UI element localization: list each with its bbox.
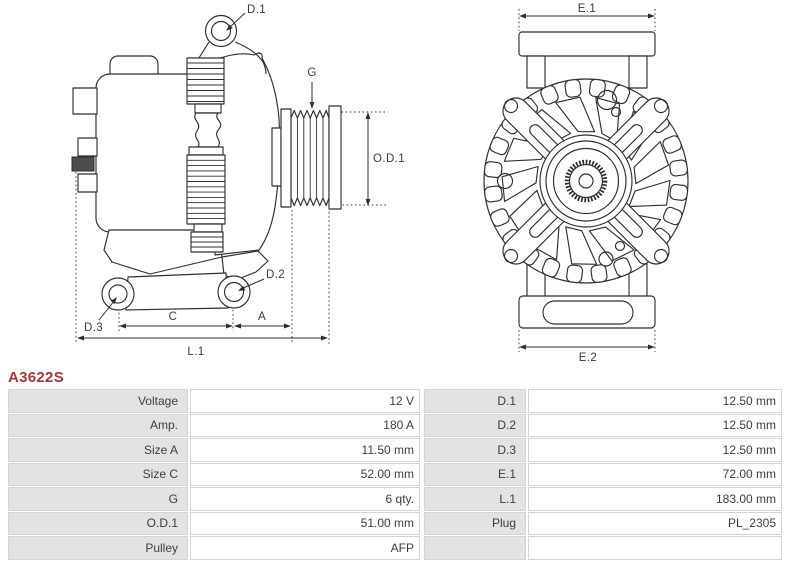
spec-value: 180 A [190,413,420,437]
spec-value: 12 V [190,389,420,413]
dim-label-d2: D.2 [266,269,285,281]
spec-value: AFP [190,536,420,560]
spec-value [528,536,782,560]
dim-label-od1: O.D.1 [373,153,405,165]
dim-label-a: A [258,311,266,323]
dim-label-d3: D.3 [84,322,103,334]
spec-label: Voltage [8,389,188,413]
spec-label: G [8,487,188,511]
spec-value: 12.50 mm [528,438,782,462]
spec-label: Pulley [8,536,188,560]
dimension-annotations-front: E.1 E.2 [519,3,655,364]
pulley-side-view [271,105,342,210]
spec-label: O.D.1 [8,511,188,535]
spec-label: Plug [424,511,526,535]
pulley-front-view [539,134,633,228]
dim-label-g: G [307,67,316,79]
spec-label: D.2 [424,413,526,437]
dim-label-d1: D.1 [247,4,266,16]
table-row [424,536,782,560]
spec-label: Amp. [8,413,188,437]
spec-value: 52.00 mm [190,462,420,486]
spec-value: 51.00 mm [190,511,420,535]
bottom-bracket [518,263,656,329]
mounting-ear-d2 [217,275,251,309]
mounting-arm [103,229,269,311]
spec-value: PL_2305 [528,511,782,535]
spec-value: 183.00 mm [528,487,782,511]
rear-housing [71,55,217,233]
dim-label-e2: E.2 [579,352,597,364]
bracket-slot [542,300,634,325]
splined-shaft [564,159,608,203]
mounting-hole-d1 [204,14,238,48]
part-number: A3622S [8,369,65,386]
side-view-drawing: C A L.1 O.D.1 G D.1 D.2 [71,4,405,358]
spec-value: 12.50 mm [528,413,782,437]
extension-lines-front [518,9,656,352]
dim-label-e1: E.1 [578,3,596,15]
mounting-hole-d3 [101,277,135,311]
front-view-drawing: E.1 E.2 [483,3,689,364]
technical-drawings: C A L.1 O.D.1 G D.1 D.2 [71,3,689,364]
extension-lines [75,111,388,344]
spec-value: 12.50 mm [528,389,782,413]
spec-value: 72.00 mm [528,462,782,486]
spec-label: E.1 [424,462,526,486]
spec-label: L.1 [424,487,526,511]
terminal-block [71,156,95,172]
table-row: Amp.180 A [8,413,420,437]
mounting-ear-d3 [101,277,135,311]
front-housing [214,52,281,256]
spec-label: D.1 [424,389,526,413]
top-bracket [518,31,656,89]
face-holes [496,89,626,267]
dimension-annotations: C A L.1 O.D.1 G D.1 D.2 [77,4,405,358]
spec-label: Size C [8,462,188,486]
dim-label-c: C [169,311,178,323]
spec-value: 6 qty. [190,487,420,511]
mounting-hole-d2 [217,275,251,309]
spec-label: D.3 [424,438,526,462]
spec-label [424,536,526,560]
cooling-fins [186,57,226,253]
spec-value: 11.50 mm [190,438,420,462]
spec-label: Size A [8,438,188,462]
dim-label-l1: L.1 [187,346,204,358]
